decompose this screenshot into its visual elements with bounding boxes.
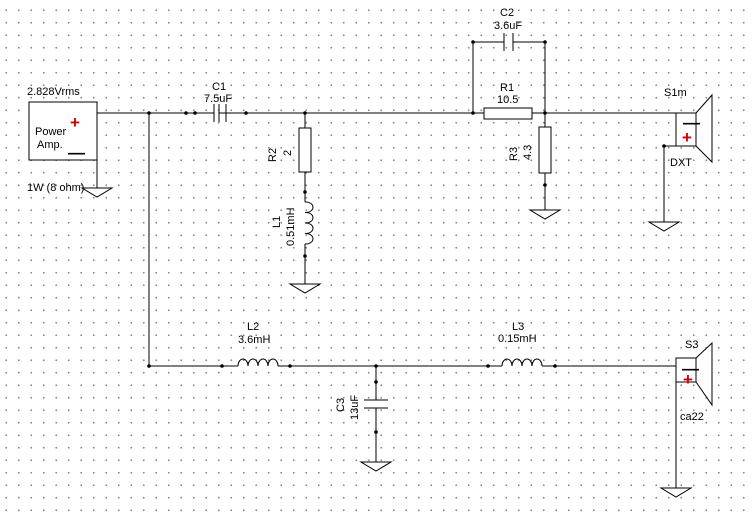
s3-plus-icon: + [683, 370, 693, 389]
speaker-cone-icon [695, 341, 713, 407]
l1-ref-label: L1 [271, 216, 283, 228]
node [288, 364, 292, 368]
r2-value-label: 2 [282, 150, 294, 156]
node [303, 190, 307, 194]
resistor-r2[interactable]: R2 2 [267, 127, 312, 173]
ground-icon [359, 461, 393, 472]
node [193, 111, 197, 115]
ground-amp [80, 187, 114, 198]
amp-voltage-label: 2.828Vrms [27, 86, 80, 98]
s3-ref-label: S3 [685, 339, 698, 351]
node [147, 111, 151, 115]
node [374, 380, 378, 384]
amp-body[interactable] [28, 101, 98, 161]
node [662, 144, 666, 148]
node [553, 364, 557, 368]
l2-ref-label: L2 [247, 321, 259, 333]
node [543, 183, 547, 187]
ground-r3 [528, 209, 562, 220]
node [374, 430, 378, 434]
c2-value-label: 3.6uF [494, 20, 522, 32]
c3-value-label: 13uF [349, 395, 361, 420]
ground-icon [80, 187, 114, 198]
node [471, 40, 475, 44]
ground-icon [647, 221, 681, 232]
ground-l1 [288, 283, 322, 294]
speaker-s3[interactable]: S3 — + ca22 [675, 339, 713, 423]
node [303, 254, 307, 258]
ground-s3 [659, 487, 693, 498]
amp-name-line2: Amp. [37, 139, 63, 151]
inductor-l3[interactable]: L3 0.15mH [498, 321, 543, 367]
c2-ref-label: C2 [500, 7, 514, 19]
amp-plus-icon: + [70, 113, 80, 132]
resistor-r1[interactable]: R1 10.5 [483, 82, 533, 120]
l3-ref-label: L3 [512, 321, 524, 333]
s3-minus-icon: — [682, 359, 699, 378]
ground-icon [288, 283, 322, 294]
node [220, 364, 224, 368]
speaker-cone-icon [695, 93, 713, 164]
s1m-model-label: DXT [670, 157, 692, 169]
capacitor-c3[interactable]: C3 13uF [335, 395, 388, 420]
node [147, 364, 151, 368]
node [184, 111, 188, 115]
l1-value-label: 0.51mH [285, 207, 297, 246]
capacitor-c1[interactable]: C1 7.5uF [204, 81, 232, 122]
inductor-l1[interactable]: L1 0.51mH [271, 201, 314, 246]
ground-icon [659, 487, 693, 498]
wires [96, 41, 677, 488]
ground-s1m [647, 221, 681, 232]
l3-value-label: 0.15mH [498, 333, 537, 345]
s3-model-label: ca22 [680, 411, 704, 423]
s1m-minus-icon: — [683, 113, 700, 132]
amp-power-label: 1W (8 ohm) [27, 182, 84, 194]
capacitor-c2[interactable]: C2 3.6uF [494, 7, 522, 51]
node [543, 40, 547, 44]
l2-value-label: 3.6mH [238, 334, 270, 346]
s1m-plus-icon: + [682, 128, 692, 147]
r1-ref-label: R1 [500, 82, 514, 94]
node [471, 111, 475, 115]
node [303, 111, 307, 115]
node [244, 111, 248, 115]
power-amp-source[interactable]: 2.828Vrms Power Amp. + — 1W (8 ohm) [27, 86, 98, 194]
r3-value-label: 4.3 [522, 145, 534, 160]
junction-nodes [147, 40, 666, 434]
speaker-s1m[interactable]: S1m — + DXT [664, 87, 713, 169]
r3-ref-label: R3 [508, 147, 520, 161]
node [543, 111, 547, 115]
c3-ref-label: C3 [335, 398, 347, 412]
r1-value-label: 10.5 [497, 94, 518, 106]
node [486, 364, 490, 368]
inductor-l2[interactable]: L2 3.6mH [237, 321, 279, 367]
amp-minus-icon: — [68, 143, 85, 162]
resistor-r3[interactable]: R3 4.3 [508, 126, 552, 174]
r2-ref-label: R2 [267, 148, 279, 162]
c1-value-label: 7.5uF [204, 93, 232, 105]
amp-name-line1: Power [35, 126, 67, 138]
c1-ref-label: C1 [212, 81, 226, 93]
ground-icon [528, 209, 562, 220]
ground-c3 [359, 461, 393, 472]
node [374, 364, 378, 368]
s1m-ref-label: S1m [664, 87, 687, 99]
